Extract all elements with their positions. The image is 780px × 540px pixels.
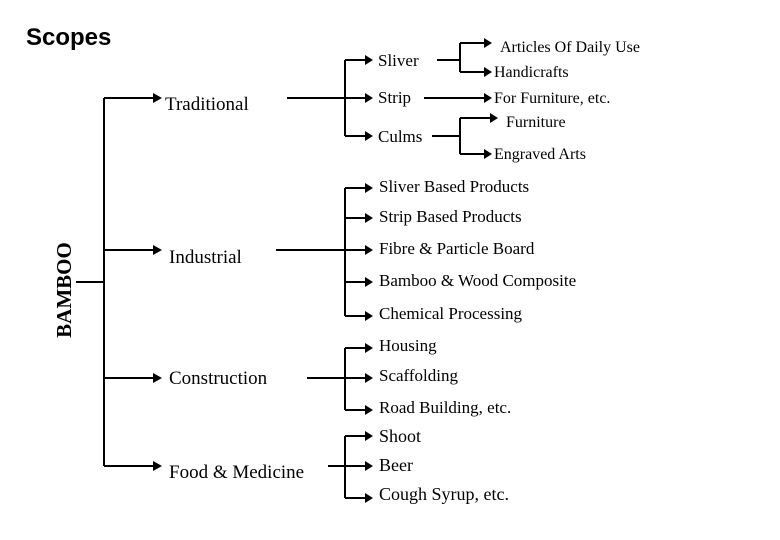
item-sliver-based: Sliver Based Products [379,177,529,196]
item-cough-syrup: Cough Syrup, etc. [379,484,509,504]
category-construction: Construction [169,368,268,389]
arrowhead [365,93,373,103]
arrowhead [365,373,373,383]
item-bamboo-wood: Bamboo & Wood Composite [379,271,576,290]
arrowhead [365,277,373,287]
item-chemical: Chemical Processing [379,304,523,323]
category-traditional: Traditional [165,94,249,115]
use-engraved-arts: Engraved Arts [494,146,586,163]
item-strip: Strip [378,88,411,107]
arrowhead [365,343,373,353]
use-for-furniture: For Furniture, etc. [494,90,610,107]
arrowhead [365,183,373,193]
use-handicrafts: Handicrafts [494,64,569,81]
use-furniture: Furniture [506,114,566,131]
category-food-medicine: Food & Medicine [169,462,304,483]
arrowhead [484,38,492,48]
use-articles-daily: Articles Of Daily Use [500,39,640,56]
arrowhead [153,373,162,383]
arrowhead [365,213,373,223]
category-industrial: Industrial [169,247,242,268]
item-scaffolding: Scaffolding [379,366,459,385]
root-label: BAMBOO [52,242,76,338]
arrowhead [365,55,373,65]
item-fibre-particle: Fibre & Particle Board [379,239,535,258]
arrowhead [365,311,373,321]
arrowhead [365,461,373,471]
arrowhead [365,493,373,503]
item-housing: Housing [379,336,437,355]
item-strip-based: Strip Based Products [379,207,522,226]
arrowhead [365,245,373,255]
item-culms: Culms [378,127,422,146]
arrowhead [153,93,162,103]
item-beer: Beer [379,455,413,475]
item-shoot: Shoot [379,426,421,446]
arrowhead [490,113,498,123]
item-sliver: Sliver [378,51,419,70]
arrowhead [365,405,373,415]
arrowhead [484,67,492,77]
arrowhead [365,431,373,441]
arrowhead [153,245,162,255]
arrowhead [153,461,162,471]
page-title: Scopes [26,24,112,51]
item-road-building: Road Building, etc. [379,398,511,417]
arrowhead [484,149,492,159]
arrowhead [365,131,373,141]
arrowhead [484,93,492,103]
